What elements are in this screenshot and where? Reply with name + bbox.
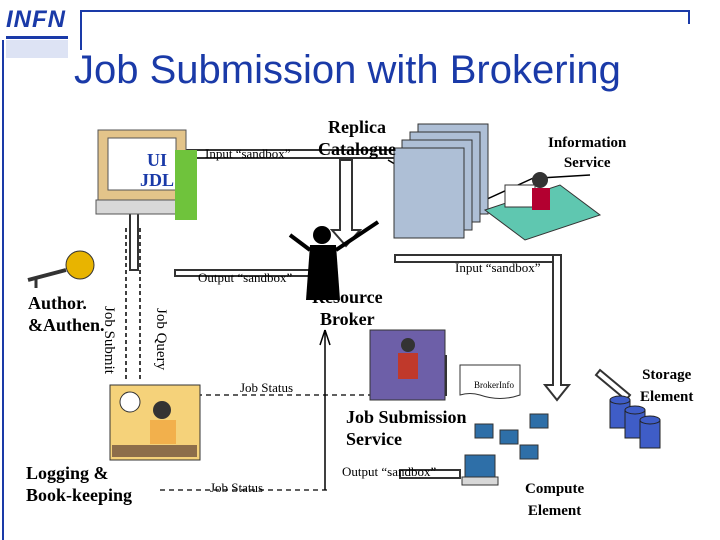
- infn-logo: INFN: [6, 6, 66, 33]
- ui-jdl-label: UI JDL: [140, 150, 175, 190]
- job-status-lower-label: Job Status: [210, 480, 264, 495]
- logging-bookkeeping-label: Logging & Book-keeping: [26, 463, 133, 505]
- job-status-links: [160, 394, 385, 491]
- job-status-upper-label: Job Status: [240, 380, 294, 395]
- input-sandbox-top-label: Input “sandbox”: [205, 146, 291, 161]
- output-sandbox-bottom-label: Output “sandbox”: [342, 464, 437, 479]
- compute-element-label: Compute Element: [525, 481, 585, 519]
- replica-catalogue-label: Replica Catalogue: [318, 117, 396, 159]
- output-sandbox-top-label: Output “sandbox”: [198, 270, 293, 285]
- author-authen-label: Author. &Authen.: [28, 293, 105, 335]
- logging-bookkeeping-icon: [109, 384, 201, 461]
- resource-broker-label: Resource Broker: [312, 287, 383, 329]
- job-submit-label: Job Submit: [101, 306, 117, 374]
- information-service-icon: [483, 172, 602, 241]
- broker-info-doc-icon: [459, 364, 521, 399]
- job-submission-service-icon: [369, 329, 446, 401]
- storage-element-icon: [609, 395, 661, 449]
- broker-info-label: BrokerInfo: [474, 380, 514, 390]
- page-title: Job Submission with Brokering: [74, 48, 621, 92]
- job-submission-service-label: Job Submission Service: [346, 407, 467, 449]
- compute-element-icon: [461, 413, 549, 486]
- key-icon: [27, 250, 95, 288]
- header-decoration: [2, 10, 690, 540]
- storage-element-label: Storage Element: [640, 367, 694, 405]
- job-submit-query-links: [125, 228, 141, 380]
- information-service-label: Information Service: [548, 135, 627, 171]
- ui-workstation-icon: [95, 129, 197, 220]
- resource-broker-icon: [288, 220, 380, 300]
- input-sandbox-right-label: Input “sandbox”: [455, 260, 541, 275]
- job-query-label: Job Query: [153, 308, 169, 371]
- replica-catalogue-icon: [393, 123, 489, 239]
